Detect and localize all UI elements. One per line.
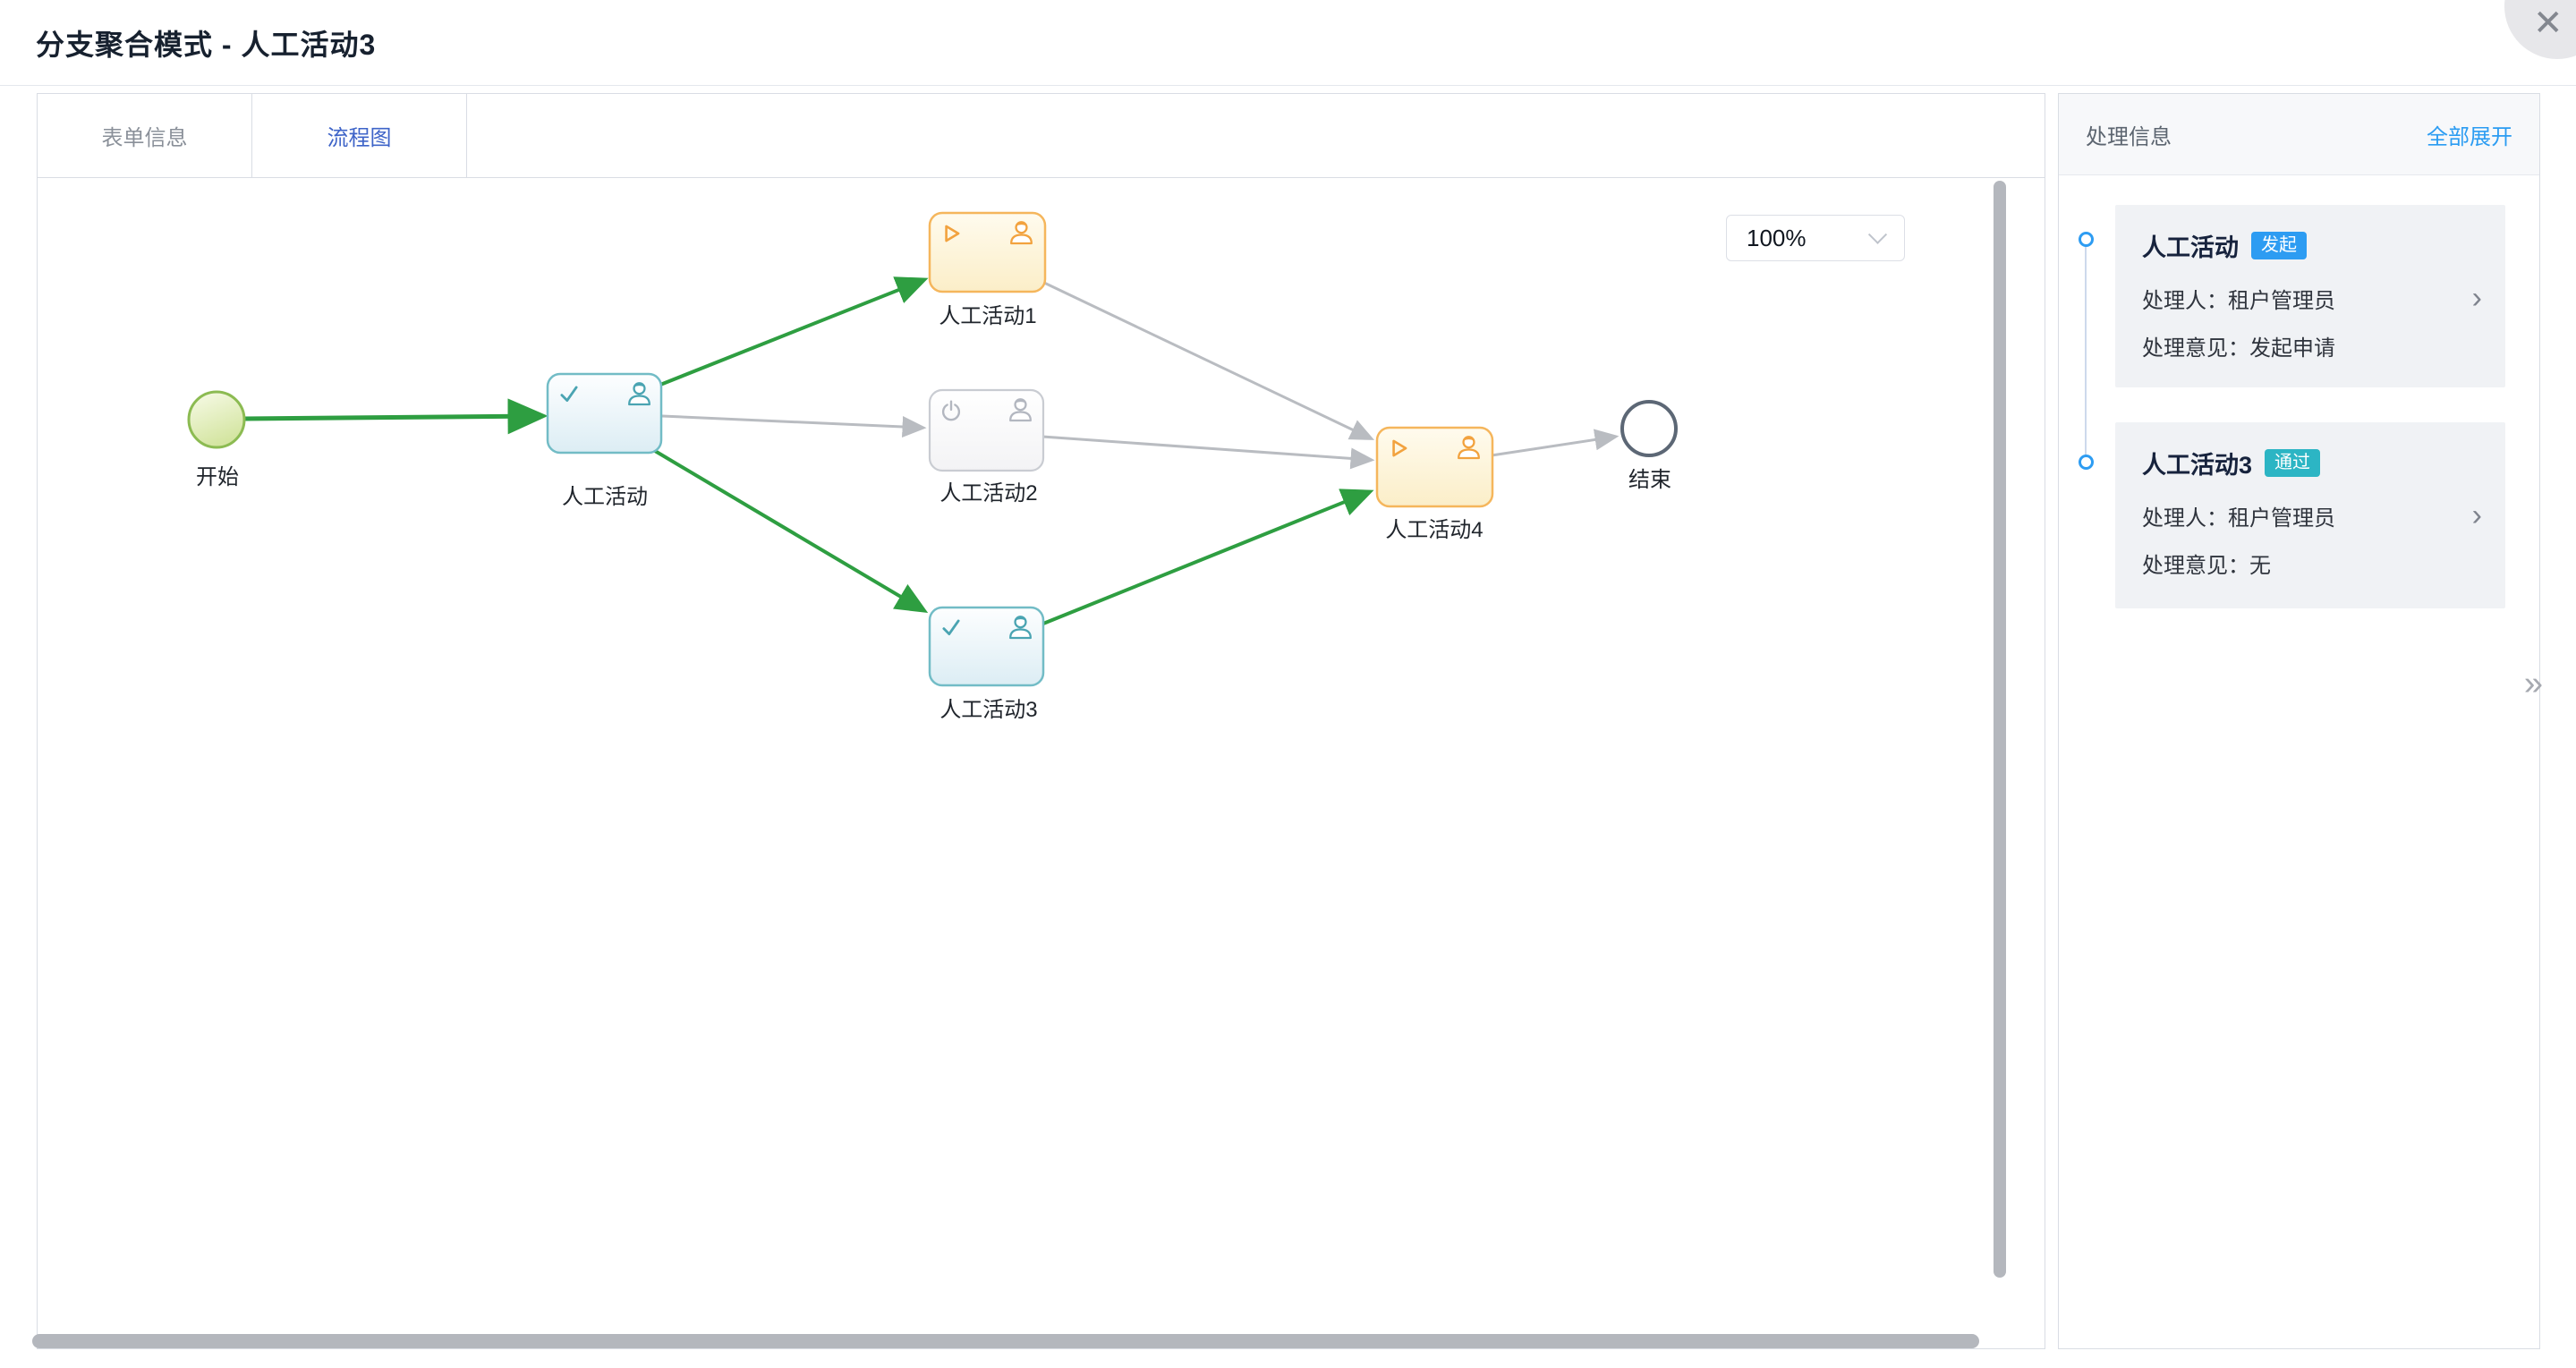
task-title-row: 人工活动 发起 — [2142, 228, 2482, 263]
edge-activity3-to-activity4 — [1042, 489, 1374, 625]
node-label: 人工活动2 — [939, 481, 1037, 506]
flow-node-activity2[interactable]: 人工活动2 — [928, 388, 1045, 506]
handler-value: 租户管理员 — [2228, 506, 2335, 531]
task-title: 人工活动 — [2142, 234, 2239, 261]
panel-title: 处理信息 — [2086, 124, 2172, 149]
chevron-down-icon — [1867, 225, 1888, 244]
node-label: 结束 — [1628, 468, 1671, 492]
timeline-dot — [2079, 455, 2094, 470]
node-label: 开始 — [196, 465, 239, 489]
zoom-select[interactable]: 100% — [1726, 215, 1905, 261]
edge-activity-to-activity3 — [653, 449, 929, 614]
task-card-activity: 人工活动 发起 处理人： 租户管理员 › 处理意见： 发起申请 — [2115, 205, 2505, 387]
opinion-label: 处理意见： — [2142, 336, 2249, 361]
process-info-panel: 处理信息 全部展开 人工活动 发起 处理人： 租户管理员 › 处理意见： 发起申… — [2058, 93, 2543, 1349]
edge-activity2-to-activity4 — [1041, 435, 1375, 470]
opinion-row: 处理意见： 无 — [2142, 548, 2482, 579]
opinion-label: 处理意见： — [2142, 554, 2249, 578]
opinion-value: 发起申请 — [2249, 336, 2335, 361]
page-title: 分支聚合模式 - 人工活动3 — [36, 28, 377, 61]
horizontal-scrollbar-thumb[interactable] — [32, 1334, 1979, 1348]
expand-all-link[interactable]: 全部展开 — [2427, 124, 2512, 149]
flow-node-activity4[interactable]: 人工活动4 — [1375, 426, 1494, 542]
flowchart: 开始 人工活动 人工活动1 — [187, 211, 1678, 722]
edge-activity1-to-activity4 — [1043, 281, 1375, 440]
handler-value: 租户管理员 — [2228, 289, 2335, 313]
handler-label: 处理人： — [2142, 289, 2228, 313]
chevron-right-icon[interactable]: › — [2471, 280, 2482, 315]
node-label: 人工活动1 — [939, 304, 1036, 328]
tab-flow-diagram[interactable]: 流程图 — [252, 94, 467, 177]
handler-row: 处理人： 租户管理员 › — [2142, 500, 2482, 531]
flow-node-activity1[interactable]: 人工活动1 — [928, 211, 1047, 328]
opinion-value: 无 — [2249, 554, 2271, 578]
tab-label: 流程图 — [327, 126, 392, 150]
close-button[interactable]: ✕ — [2504, 0, 2576, 59]
status-badge-approved: 通过 — [2265, 449, 2321, 477]
task-title-row: 人工活动3 通过 — [2142, 446, 2482, 480]
handler-row: 处理人： 租户管理员 › — [2142, 283, 2482, 314]
vertical-scrollbar-thumb[interactable] — [1994, 181, 2006, 1278]
edge-activity4-to-end — [1491, 429, 1620, 457]
node-label: 人工活动 — [562, 485, 648, 509]
edge-activity-to-activity2 — [661, 414, 927, 438]
flow-node-start[interactable]: 开始 — [187, 390, 246, 489]
modal-header: 分支聚合模式 - 人工活动3 ✕ — [0, 0, 2576, 86]
main-content-box: 表单信息 流程图 — [37, 93, 2045, 1349]
close-icon: ✕ — [2533, 4, 2563, 43]
flow-canvas: 开始 人工活动 人工活动1 — [38, 178, 2045, 1348]
handler-label: 处理人： — [2142, 506, 2228, 531]
tab-bar: 表单信息 流程图 — [38, 94, 2045, 178]
timeline-connector — [2085, 246, 2087, 457]
flow-node-activity3[interactable]: 人工活动3 — [928, 606, 1045, 722]
zoom-value: 100% — [1747, 224, 1807, 251]
node-label: 人工活动3 — [939, 698, 1037, 722]
panel-header: 处理信息 全部展开 — [2059, 94, 2539, 175]
edge-activity-to-activity1 — [659, 276, 929, 387]
collapse-panel-handle[interactable]: » — [2523, 665, 2543, 702]
node-label: 人工活动4 — [1385, 518, 1483, 542]
chevron-right-icon[interactable]: › — [2471, 497, 2482, 532]
timeline-dot — [2079, 232, 2094, 247]
edge-start-to-activity — [243, 398, 548, 435]
flow-node-activity[interactable]: 人工活动 — [546, 372, 663, 509]
flow-node-end[interactable]: 结束 — [1620, 400, 1678, 492]
tab-label: 表单信息 — [101, 126, 188, 150]
flow-edges — [243, 276, 1620, 625]
task-card-activity3: 人工活动3 通过 处理人： 租户管理员 › 处理意见： 无 — [2115, 422, 2505, 608]
task-title: 人工活动3 — [2142, 452, 2253, 479]
status-badge-initiated: 发起 — [2251, 232, 2307, 259]
tab-form-info[interactable]: 表单信息 — [38, 94, 252, 177]
opinion-row: 处理意见： 发起申请 — [2142, 330, 2482, 361]
